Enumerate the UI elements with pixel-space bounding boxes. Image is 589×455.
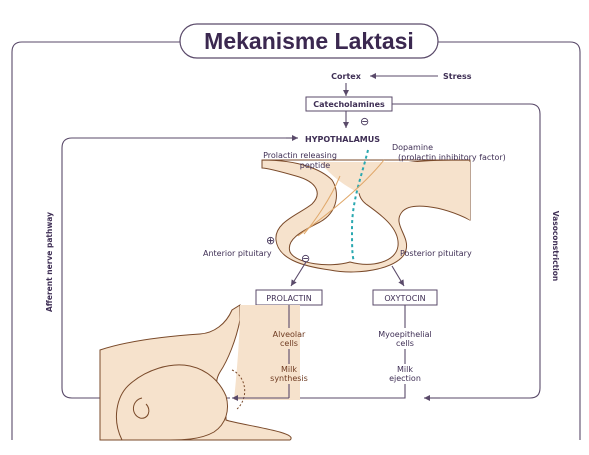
stress-label: Stress [443, 72, 472, 81]
plus-sign-anterior: ⊕ [266, 234, 275, 247]
afferent-label: Afferent nerve pathway [45, 212, 54, 312]
anterior-pituitary-label: Anterior pituitary [203, 249, 272, 258]
minus-sign-catecholamines: ⊖ [360, 115, 369, 128]
prolactin-releasing-label-1: Prolactin releasing [263, 151, 337, 160]
posterior-pituitary-label: Posterior pituitary [400, 249, 472, 258]
hypothalamus-label: HYPOTHALAMUS [305, 135, 380, 144]
catecholamines-label: Catecholamines [313, 100, 385, 109]
dopamine-label-2: (prolactin inhibitory factor) [398, 153, 506, 162]
dopamine-label-1: Dopamine [392, 143, 433, 152]
myoepithelial-label-2: cells [396, 339, 414, 348]
posterior-to-oxytocin-arrow [392, 266, 404, 286]
prolactin-releasing-label-2: peptide [300, 161, 331, 170]
milk-synthesis-label-1: Milk [281, 365, 297, 374]
milk-synthesis-label-2: synthesis [270, 374, 308, 383]
milk-ejection-label-1: Milk [397, 365, 413, 374]
ejection-down-line [300, 384, 405, 398]
milk-ejection-label-2: ejection [389, 374, 421, 383]
alveolar-label-2: cells [280, 339, 298, 348]
cortex-label: Cortex [331, 72, 362, 81]
myoepithelial-label-1: Myoepithelial [378, 330, 431, 339]
alveolar-label-1: Alveolar [273, 330, 306, 339]
prolactin-label: PROLACTIN [266, 294, 311, 303]
oxytocin-label: OXYTOCIN [384, 294, 425, 303]
vasoconstriction-label: Vasoconstriction [551, 211, 560, 281]
anterior-to-prolactin-arrow [291, 262, 306, 286]
page-title: Mekanisme Laktasi [204, 28, 414, 54]
